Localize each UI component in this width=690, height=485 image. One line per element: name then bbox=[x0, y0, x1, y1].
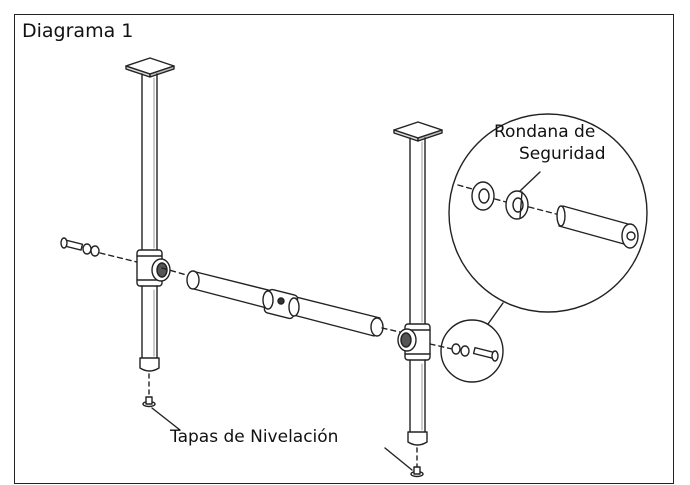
left-foot-cap bbox=[139, 357, 160, 372]
left-leg bbox=[125, 57, 175, 408]
leveler-caps-label: Tapas de Nivelación bbox=[170, 427, 339, 447]
cross-bar bbox=[161, 267, 405, 337]
right-bolt-set bbox=[429, 343, 499, 362]
detail-circle-large bbox=[448, 113, 648, 313]
lock-washer-label-line2: Seguridad bbox=[519, 144, 606, 164]
bolt bbox=[558, 205, 629, 245]
right-leg bbox=[393, 121, 443, 478]
right-foot-cap bbox=[407, 431, 428, 446]
left-bolt-set bbox=[60, 237, 138, 263]
diagram-frame bbox=[14, 14, 674, 484]
diagram-title: Diagrama 1 bbox=[22, 20, 134, 42]
lock-washer-label-line1: Rondana de bbox=[494, 122, 596, 142]
detail-circle-small bbox=[440, 319, 504, 383]
